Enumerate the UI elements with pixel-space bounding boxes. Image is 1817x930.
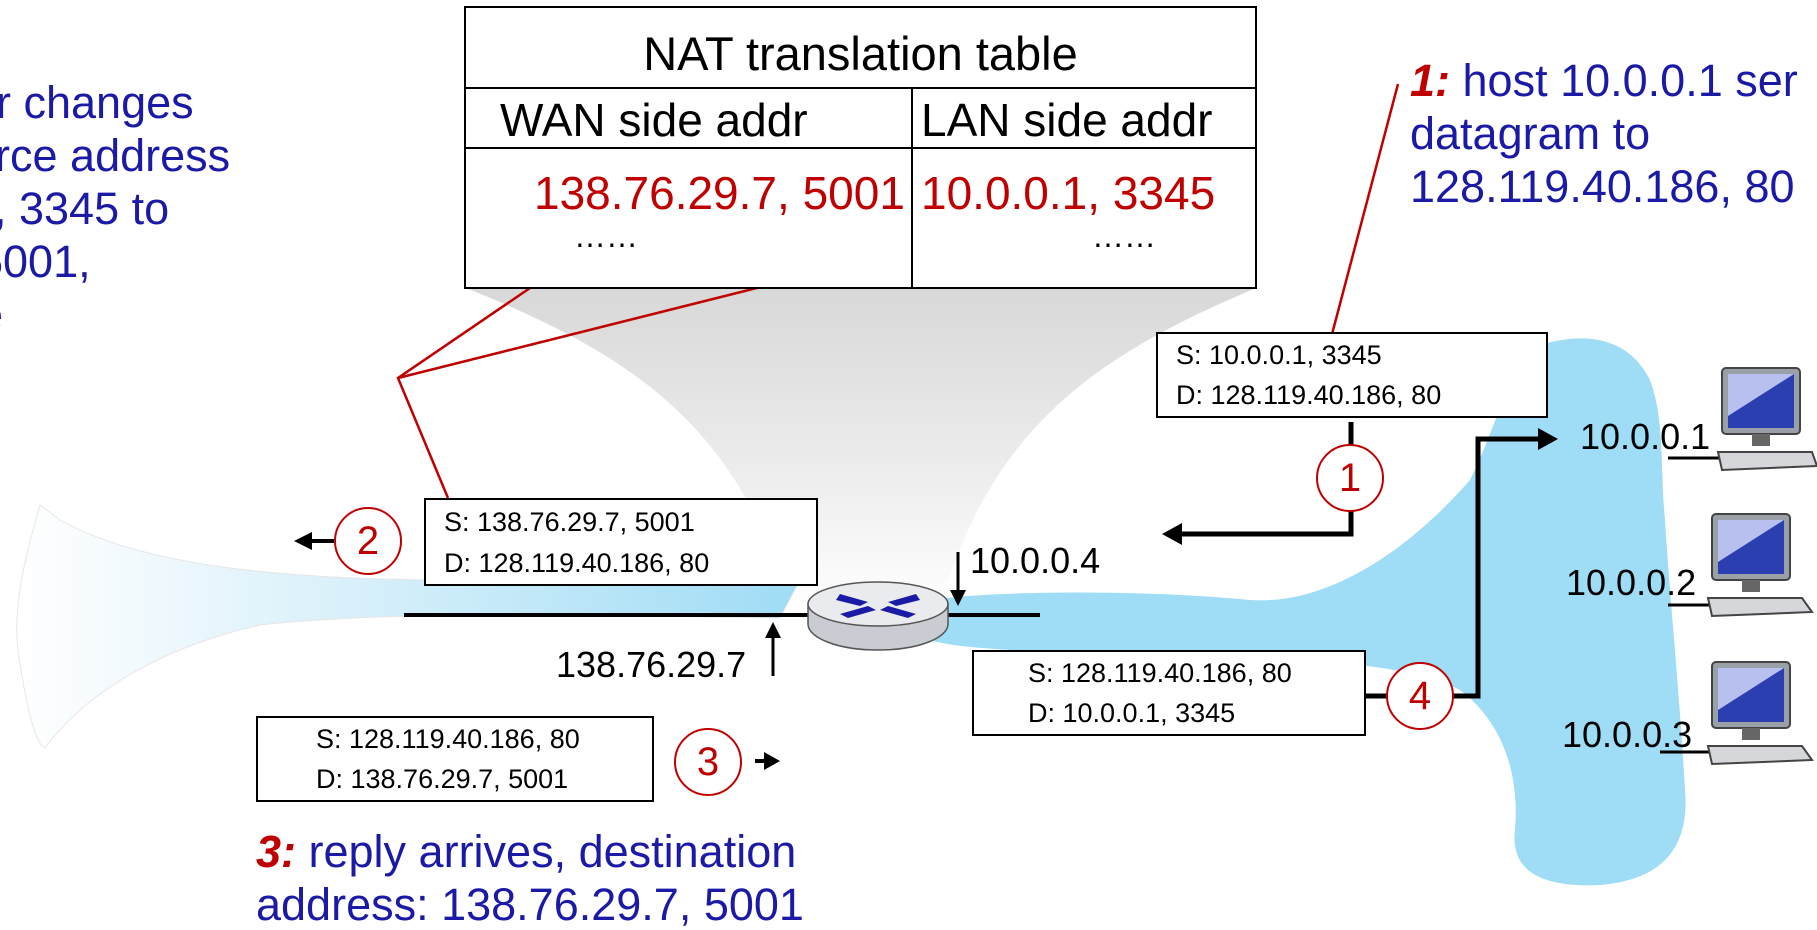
packet-destination: D: 128.119.40.186, 80 <box>444 548 710 578</box>
computer-icon <box>1706 661 1814 766</box>
callout-step-1: 1: host 10.0.0.1 ser datagram to 128.119… <box>1410 54 1798 213</box>
packet-destination: D: 10.0.0.1, 3345 <box>1028 698 1236 728</box>
callout-text: address: 138.76.29.7, 5001 <box>256 879 804 930</box>
packet-1: S: 10.0.0.1, 3345 D: 128.119.40.186, 80 <box>1156 332 1548 418</box>
packet-source: S: 10.0.0.1, 3345 <box>1176 340 1382 370</box>
left-callout-line: , 3345 to <box>0 183 170 234</box>
nat-translation-table: NAT translation table WAN side addr LAN … <box>464 6 1257 289</box>
callout-text: 128.119.40.186, 80 <box>1410 161 1795 212</box>
callout-text: datagram to <box>1410 108 1651 159</box>
step-1-marker: 1 <box>1316 444 1384 512</box>
nat-table-title: NAT translation table <box>643 27 1078 80</box>
table-divider <box>911 87 913 287</box>
packet-4: S: 128.119.40.186, 80 D: 10.0.0.1, 3345 <box>972 650 1366 736</box>
lan-cloud <box>930 338 1686 886</box>
callout-step-3: 3: reply arrives, destination address: 1… <box>256 825 804 930</box>
callout-number: 1: <box>1410 55 1451 106</box>
callout-text: reply arrives, destination <box>296 826 797 877</box>
left-callout-line: r changes <box>0 77 194 128</box>
packet-source: S: 128.119.40.186, 80 <box>316 724 580 754</box>
zoom-funnel <box>466 288 1256 610</box>
table-cell-lan: 10.0.0.1, 3345 <box>921 167 1216 219</box>
left-callout-line: 5001, <box>0 236 91 287</box>
table-cell-ellipsis: …… <box>1092 218 1156 254</box>
left-callout-line: urce address <box>0 130 231 181</box>
router-lan-address: 10.0.0.4 <box>970 540 1101 581</box>
table-divider <box>466 87 1255 89</box>
computer-icon <box>1706 513 1814 618</box>
table-cell-ellipsis: …… <box>574 218 638 254</box>
table-cell-wan: 138.76.29.7, 5001 <box>534 167 905 219</box>
host-3-address: 10.0.0.3 <box>1562 714 1693 755</box>
packet-destination: D: 128.119.40.186, 80 <box>1176 380 1442 410</box>
router-wan-address: 138.76.29.7 <box>556 644 747 685</box>
packet-2: S: 138.76.29.7, 5001 D: 128.119.40.186, … <box>424 498 818 586</box>
router-icon <box>807 581 949 651</box>
step-4-marker: 4 <box>1386 662 1454 730</box>
packet-source: S: 138.76.29.7, 5001 <box>444 507 695 537</box>
step-3-marker: 3 <box>674 728 742 796</box>
packet-source: S: 128.119.40.186, 80 <box>1028 658 1292 688</box>
left-callout-line: e <box>0 288 3 341</box>
packet-3: S: 128.119.40.186, 80 D: 138.76.29.7, 50… <box>256 716 654 802</box>
host-1-address: 10.0.0.1 <box>1580 416 1711 457</box>
computer-icon <box>1716 367 1817 472</box>
step-2-marker: 2 <box>334 507 402 575</box>
col-header-wan: WAN side addr <box>500 94 808 146</box>
packet-destination: D: 138.76.29.7, 5001 <box>316 764 569 794</box>
host-2-address: 10.0.0.2 <box>1566 562 1697 603</box>
callout-number: 3: <box>256 826 297 877</box>
table-divider <box>466 147 1255 149</box>
callout-text: host 10.0.0.1 ser <box>1450 55 1798 106</box>
col-header-lan: LAN side addr <box>921 94 1213 146</box>
